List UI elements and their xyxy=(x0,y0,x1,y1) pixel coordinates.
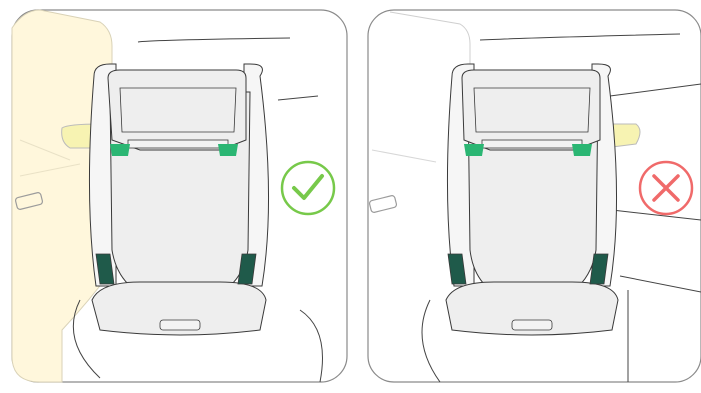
headrest xyxy=(108,70,246,150)
handle xyxy=(512,320,552,330)
belt-guide-left xyxy=(464,144,484,156)
panel-correct xyxy=(12,10,347,382)
headrest-bar xyxy=(128,140,228,148)
belt-guide-right xyxy=(218,144,238,156)
handle xyxy=(160,320,200,330)
panel-incorrect xyxy=(368,10,701,382)
child-booster-seat xyxy=(446,64,618,335)
headrest-bar xyxy=(482,140,582,148)
child-booster-seat xyxy=(89,64,268,335)
checkmark-circle xyxy=(282,162,334,214)
belt-guide-right xyxy=(572,144,592,156)
belt-guide-left xyxy=(110,144,130,156)
headrest xyxy=(462,70,600,150)
